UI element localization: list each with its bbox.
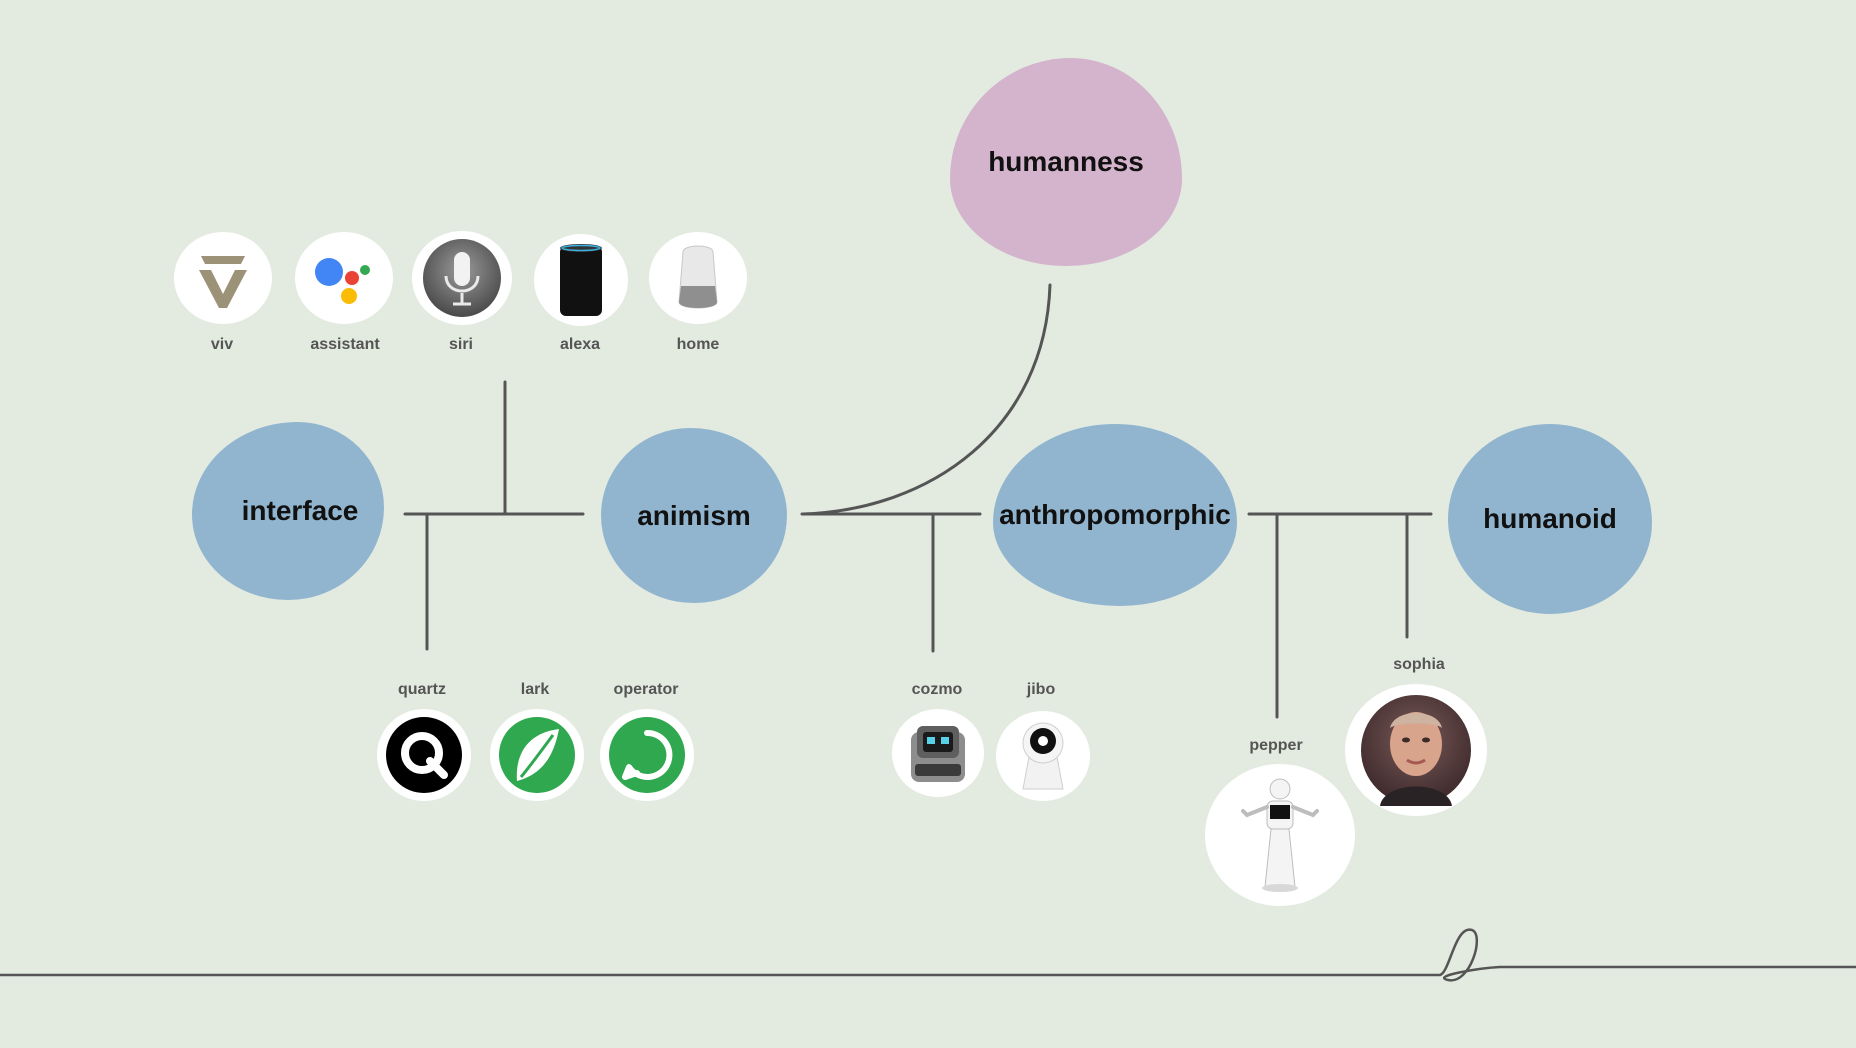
concept-anthropomorphic: anthropomorphic	[993, 424, 1237, 606]
cozmo-robot	[892, 709, 984, 797]
operator-chat-icon	[609, 717, 685, 793]
viv-logo	[174, 232, 272, 324]
signature-line	[0, 928, 1856, 982]
lark-leaf-icon	[499, 717, 575, 793]
google-assistant-logo	[295, 232, 393, 324]
concept-humanoid-label: humanoid	[1483, 503, 1617, 534]
concept-humanness-label: humanness	[988, 146, 1144, 177]
concept-animism: animism	[601, 428, 787, 603]
concept-anthropomorphic-label: anthropomorphic	[999, 499, 1231, 530]
pepper-label: pepper	[1249, 737, 1303, 754]
quartz-icon	[386, 717, 462, 793]
google-home-speaker-icon	[678, 245, 718, 309]
lark-label: lark	[520, 681, 550, 698]
concept-humanness: humanness	[950, 58, 1182, 266]
google-home-device	[649, 232, 747, 324]
lark-logo	[490, 709, 584, 801]
alexa-echo-device	[534, 234, 628, 326]
concept-animism-label: animism	[637, 499, 751, 531]
google-assistant-icon	[315, 258, 370, 304]
alexa-label: alexa	[559, 336, 601, 353]
home-label: home	[676, 336, 720, 353]
assistant-label: assistant	[310, 336, 380, 353]
siri-logo	[412, 231, 512, 325]
operator-logo	[600, 709, 694, 801]
sophia-robot-photo	[1345, 684, 1487, 816]
cozmo-robot-icon	[911, 726, 965, 782]
jibo-robot	[996, 711, 1090, 801]
pepper-robot	[1205, 764, 1355, 906]
siri-label: siri	[448, 336, 473, 353]
operator-label: operator	[613, 681, 679, 698]
quartz-logo	[377, 709, 471, 801]
quartz-label: quartz	[398, 681, 446, 698]
concept-interface: interface	[192, 422, 384, 600]
echo-speaker-icon	[560, 244, 602, 316]
sophia-portrait-icon	[1361, 695, 1471, 806]
jibo-robot-icon	[1022, 722, 1064, 790]
cozmo-label: cozmo	[911, 681, 963, 698]
line-animism-humanness	[801, 283, 1052, 516]
concept-humanoid: humanoid	[1448, 424, 1652, 614]
jibo-label: jibo	[1026, 681, 1056, 698]
sophia-label: sophia	[1393, 656, 1445, 673]
pepper-robot-icon	[1241, 778, 1319, 892]
viv-label: viv	[210, 336, 234, 353]
microphone-icon	[423, 239, 501, 317]
viv-icon	[199, 256, 247, 308]
concept-interface-label: interface	[241, 495, 359, 526]
